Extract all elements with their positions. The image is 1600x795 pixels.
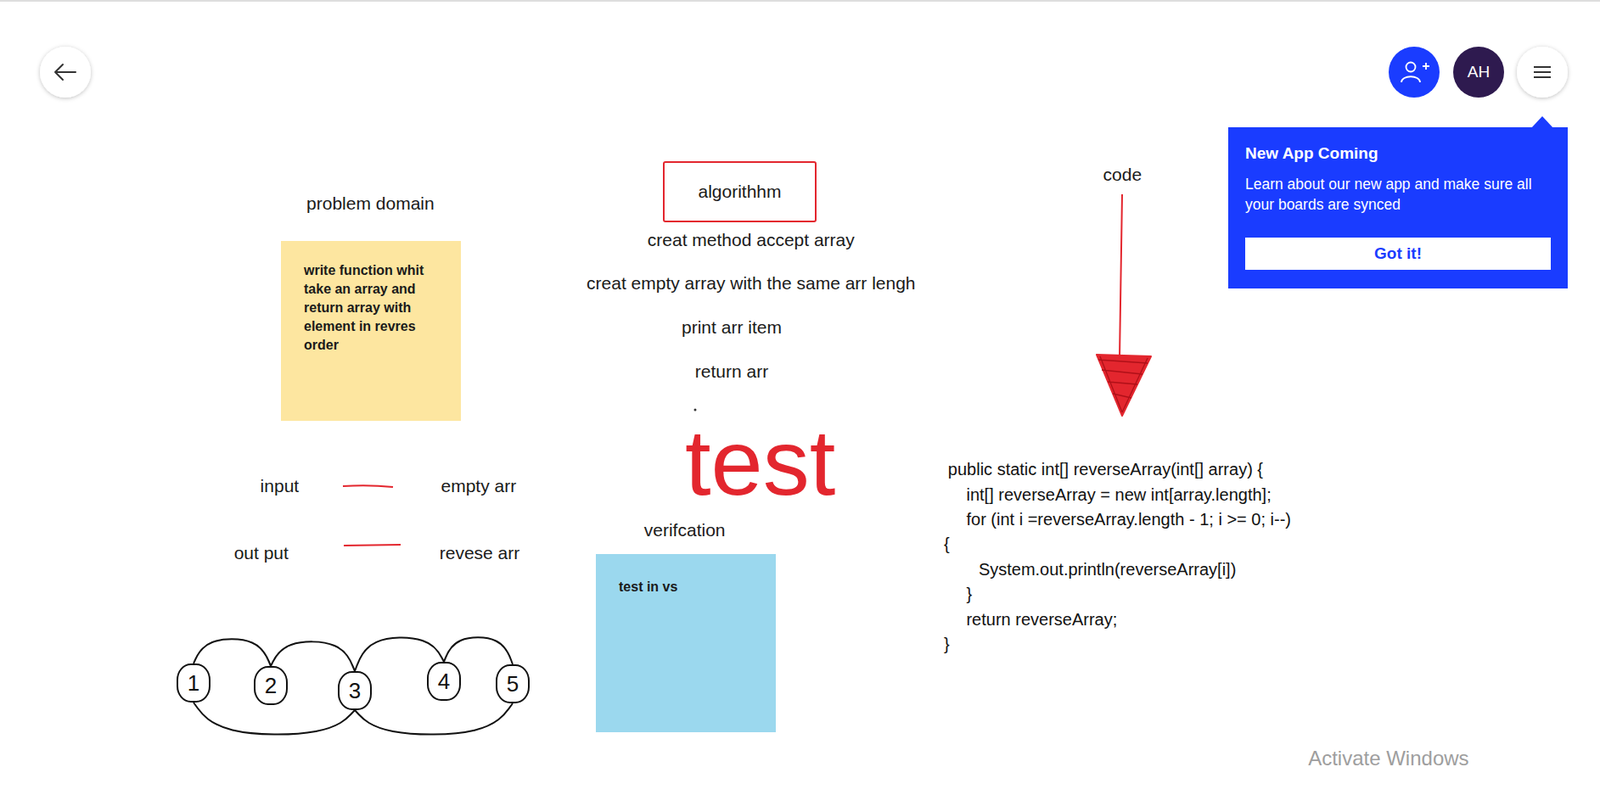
arrow-head — [1096, 354, 1151, 416]
back-button — [39, 46, 91, 98]
algorithm-step: return arr — [695, 361, 769, 382]
io-label: out put — [234, 542, 289, 563]
back-arrow-icon — [55, 64, 76, 80]
dash-line — [342, 485, 393, 488]
share-button — [1388, 46, 1440, 98]
element-number: 2 — [264, 673, 277, 700]
chain-arc — [270, 641, 355, 672]
popup-title: New App Coming — [1245, 144, 1551, 164]
hamburger-icon — [1533, 67, 1551, 78]
user-avatar: AH — [1453, 46, 1505, 98]
notification-popup: New App ComingLearn about our new app an… — [1228, 127, 1568, 289]
code-line: return reverseArray; — [965, 609, 1118, 629]
popup-button: Got it! — [1245, 237, 1551, 270]
note-text: test in vs — [618, 578, 764, 597]
handwritten-word: test — [684, 415, 836, 510]
array-element: 4 — [426, 662, 461, 702]
io-label: input — [260, 476, 300, 497]
chain-arc — [193, 639, 271, 667]
code-line: { — [943, 533, 950, 554]
red-arrow — [1096, 194, 1151, 416]
arrow-scribble — [1098, 356, 1148, 413]
chain-arc — [354, 703, 513, 736]
box-title: algorithhm — [697, 181, 781, 203]
arrow-shaft — [1119, 194, 1123, 358]
menu-button — [1516, 46, 1568, 98]
io-value: empty arr — [440, 476, 517, 497]
algorithm-step: creat method accept array — [647, 229, 855, 250]
section-heading: problem domain — [306, 193, 435, 214]
dash-line — [343, 544, 401, 546]
array-element: 5 — [495, 664, 530, 704]
person-icon — [1406, 62, 1416, 73]
array-element: 3 — [337, 671, 372, 711]
avatar-initials: AH — [1467, 62, 1490, 82]
top-border — [0, 0, 1600, 2]
watermark: Activate Windows — [1308, 747, 1469, 772]
algorithm-step: print arr item — [681, 317, 782, 338]
algorithm-step: creat empty array with the same arr leng… — [586, 273, 916, 294]
code-line: } — [943, 634, 950, 654]
array-element: 1 — [176, 663, 211, 703]
chain-arc — [193, 702, 355, 736]
sticky-note: test in vs — [595, 554, 776, 733]
array-element: 2 — [253, 666, 288, 706]
note-text: write function whit take an array and re… — [303, 261, 450, 355]
popup-body: Learn about our new app and make sure al… — [1245, 174, 1551, 216]
section-heading: code — [1103, 163, 1143, 185]
element-number: 1 — [187, 670, 200, 697]
button-label: Got it! — [1374, 244, 1422, 264]
button-circle — [1388, 46, 1440, 98]
code-line: System.out.println(reverseArray[i]) — [978, 559, 1236, 579]
code-line: } — [965, 583, 972, 604]
element-number: 5 — [506, 671, 519, 698]
sticky-note: write function whit take an array and re… — [280, 241, 461, 422]
code-line: int[] reverseArray = new int[array.lengt… — [965, 485, 1271, 506]
button-circle — [39, 46, 91, 98]
section-heading: verifcation — [644, 520, 726, 541]
element-number: 3 — [348, 678, 361, 705]
dot — [694, 409, 697, 412]
algorithm-box: algorithhm — [662, 161, 817, 223]
person-icon — [1401, 76, 1421, 83]
plus-icon — [1422, 62, 1430, 70]
button-circle — [1516, 46, 1568, 98]
element-number: 4 — [437, 668, 450, 696]
code-line: for (int i =reverseArray.length - 1; i >… — [965, 509, 1292, 529]
chain-arc — [443, 637, 513, 665]
code-line: public static int[] reverseArray(int[] a… — [948, 459, 1264, 479]
io-value: revese arr — [439, 542, 521, 563]
